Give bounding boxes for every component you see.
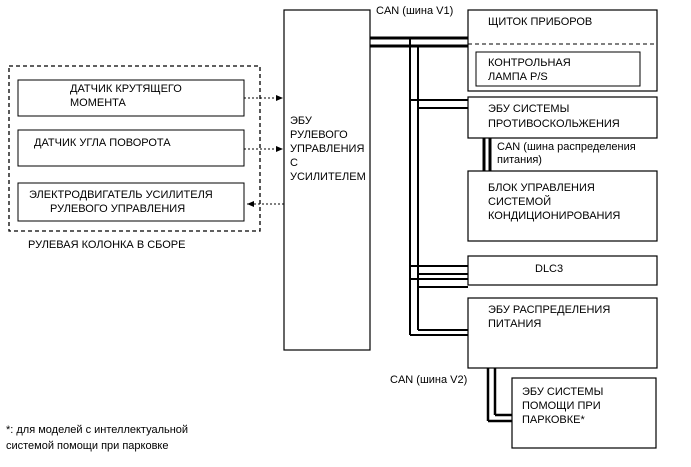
can-v1-bus [370,36,468,336]
power-distribution-ecu-box [467,297,658,369]
can-power-bus [482,138,492,171]
air-conditioning-label: БЛОК УПРАВЛЕНИЯ СИСТЕМОЙ КОНДИЦИОНИРОВАН… [488,182,620,222]
angle-sensor-label: ДАТЧИК УГЛА ПОВОРОТА [34,137,171,149]
ps-lamp-label: КОНТРОЛЬНАЯ ЛАМПА P/S [488,57,574,83]
power-distribution-ecu-label: ЭБУ РАСПРЕДЕЛЕНИЯ ПИТАНИЯ [488,304,613,330]
angle-sensor-box [17,129,245,167]
torque-sensor-box [17,79,245,117]
steering-column-group [8,65,261,232]
skid-control-ecu-box [467,96,658,139]
can-power-bus-label: CAN (шина распределения питания) [497,141,639,166]
air-conditioning-box [467,170,658,242]
parking-assist-ecu-label: ЭБУ СИСТЕМЫ ПОМОЩИ ПРИ ПАРКОВКЕ* [522,386,606,426]
can-v1-label: CAN (шина V1) [376,5,453,17]
ps-lamp-box [475,51,641,87]
combination-meter-label: ЩИТОК ПРИБОРОВ [488,16,592,28]
skid-control-ecu-label: ЭБУ СИСТЕМЫ ПРОТИВОСКОЛЬЖЕНИЯ [488,103,620,130]
parking-assist-ecu-box [511,377,657,449]
assist-motor-box [17,182,245,222]
torque-sensor-label: ДАТЧИК КРУТЯЩЕГО МОМЕНТА [70,83,185,109]
steering-column-caption: РУЛЕВАЯ КОЛОНКА В СБОРЕ [28,239,185,251]
assist-motor-label: ЭЛЕКТРОДВИГАТЕЛЬ УСИЛИТЕЛЯ РУЛЕВОГО УПРА… [29,189,216,215]
dlc3-box [467,255,658,286]
eps-ecu-label: ЭБУ РУЛЕВОГО УПРАВЛЕНИЯ С УСИЛИТЕЛЕМ [290,115,367,183]
can-v2-label: CAN (шина V2) [390,374,467,386]
dlc3-label: DLC3 [535,263,563,275]
can-v2-bus [486,368,512,423]
eps-ecu-box [283,9,371,351]
footnote: *: для моделей с интеллектуальной систем… [6,424,191,452]
